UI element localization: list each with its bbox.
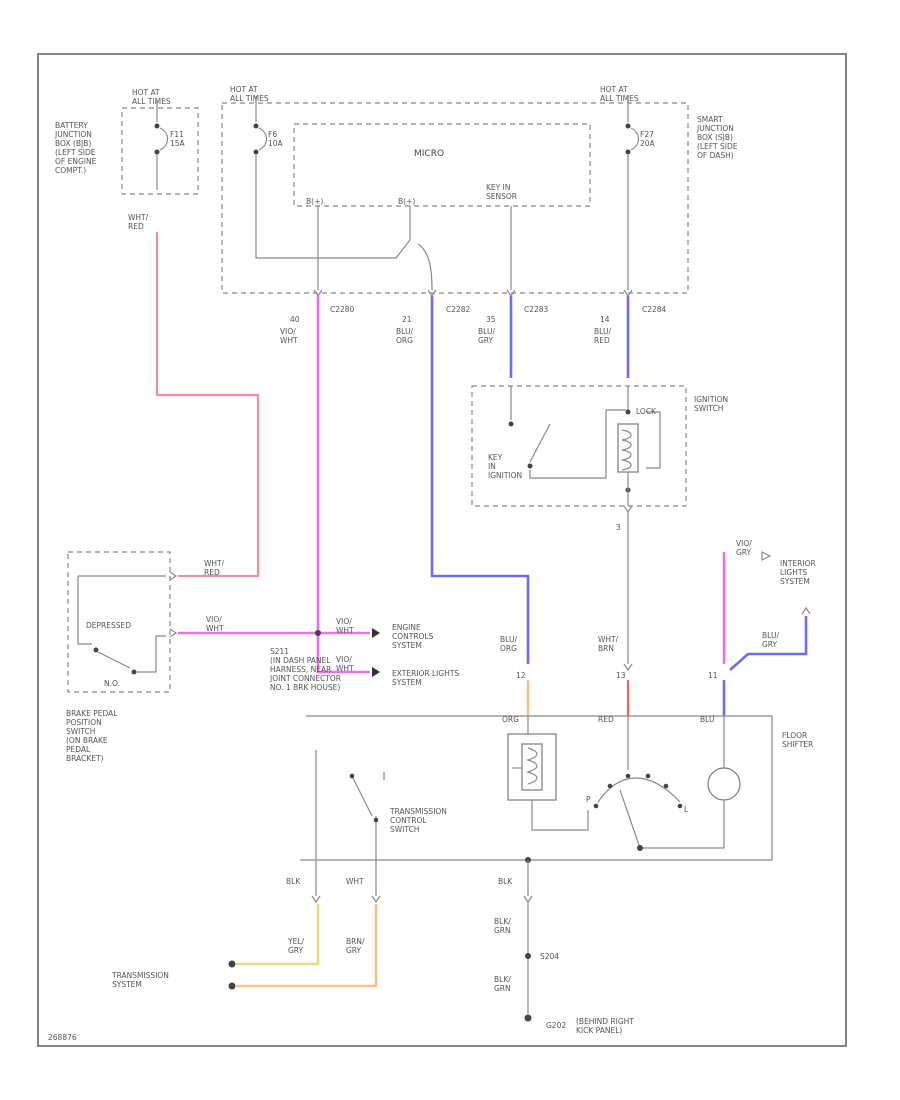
pin-3: 3 <box>616 523 621 532</box>
pin-13: 13 <box>616 671 626 680</box>
wire-brn-gry: BRN/GRY <box>346 937 365 955</box>
wire-vio-wht-3: VIO/WHT <box>336 617 354 635</box>
wire-blu-org-run <box>430 296 530 664</box>
bottom-wiring <box>228 860 533 1022</box>
pin-14: 14 <box>600 315 610 324</box>
floor-shifter <box>300 715 773 863</box>
micro-label: MICRO <box>414 149 444 159</box>
brake-pedal-switch <box>67 551 178 693</box>
wire-blu-gry: BLU/GRY <box>478 327 495 345</box>
wire-wht-brn: WHT/BRN <box>598 635 619 653</box>
wire-blu-org-2: BLU/ORG <box>500 635 517 653</box>
conn-c2280: C2280 <box>330 305 355 314</box>
lock-label: LOCK <box>636 407 657 416</box>
wire-wht-red-run <box>155 232 260 578</box>
micro-pin-1: B(+) <box>306 197 323 206</box>
wire-blk-grn-2: BLK/GRN <box>494 975 511 993</box>
no-label: N.O. <box>104 679 120 688</box>
wire-vio-wht-2: VIO/WHT <box>206 615 224 633</box>
depressed-label: DEPRESSED <box>86 621 131 630</box>
conn-c2282: C2282 <box>446 305 471 314</box>
wire-vio-wht-4: VIO/WHT <box>336 655 354 673</box>
diagram-id: 268876 <box>48 1033 77 1042</box>
wire-wht-red-1: WHT/RED <box>128 213 149 231</box>
wire-blu-gry-2-run <box>729 616 808 671</box>
battery-junction-box <box>121 100 199 195</box>
pin-40: 40 <box>290 315 300 324</box>
arrow-interior-lights-2 <box>801 606 811 615</box>
floor-red: RED <box>598 715 614 724</box>
arrow-interior-lights <box>761 551 772 561</box>
wire-blu-gry-2: BLU/GRY <box>762 631 779 649</box>
wire-wht: WHT <box>346 877 364 886</box>
smart-junction-box <box>221 96 689 294</box>
splice-s211-dot <box>315 630 321 636</box>
wire-wht-red-2: WHT/RED <box>204 559 225 577</box>
wire-blu-org: BLU/ORG <box>396 327 413 345</box>
wire-yel-gry: YEL/GRY <box>287 937 304 955</box>
pin-12: 12 <box>516 671 526 680</box>
wire-blu-red: BLU/RED <box>594 327 611 345</box>
conn-c2284: C2284 <box>642 305 667 314</box>
pin-11: 11 <box>708 671 718 680</box>
ignition-switch <box>471 385 687 672</box>
micro-pin-2: B(+) <box>398 197 415 206</box>
gear-l: L <box>684 805 689 814</box>
wire-brn-gry-run <box>236 904 378 988</box>
arrow-exterior-lights <box>372 667 380 677</box>
wire-blk-grn-1: BLK/GRN <box>494 917 511 935</box>
wire-blk-2: BLK <box>498 877 513 886</box>
arrow-engine-controls <box>372 628 380 638</box>
wire-vio-wht: VIO/WHT <box>280 327 298 345</box>
pin-21: 21 <box>402 315 412 324</box>
wire-vio-gry: VIO/GRY <box>736 539 752 557</box>
pin-35: 35 <box>486 315 496 324</box>
splice-s204: S204 <box>540 952 559 961</box>
floor-org: ORG <box>502 715 519 724</box>
floor-blu: BLU <box>700 715 714 724</box>
diagram-frame <box>37 53 847 1047</box>
wire-vio-wht-run <box>178 296 370 674</box>
wire-blk-1: BLK <box>286 877 301 886</box>
ground-g202: G202 <box>546 1021 566 1030</box>
conn-c2283: C2283 <box>524 305 549 314</box>
wire-yel-gry-run <box>236 904 320 966</box>
gear-p: P <box>586 795 591 804</box>
